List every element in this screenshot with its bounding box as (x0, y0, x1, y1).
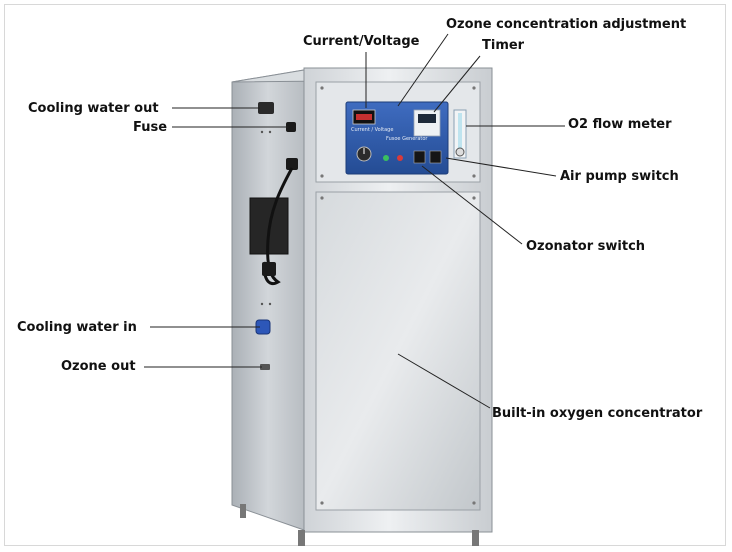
image-frame (4, 4, 726, 546)
air-pump-toggle (413, 150, 426, 164)
indicator-light-red (397, 155, 403, 161)
screw (320, 501, 324, 505)
screw (472, 501, 476, 505)
screw (320, 86, 324, 90)
foot (298, 530, 305, 546)
side-dot (260, 302, 264, 306)
concentrator-door (315, 191, 481, 511)
label-built-in-oxygen-concentrator: Built-in oxygen concentrator (492, 406, 703, 421)
leader-built-in-concentrator (397, 353, 491, 409)
label-timer: Timer (482, 38, 525, 53)
ozone-out-fitting (260, 364, 270, 370)
screw (472, 174, 476, 178)
label-cooling-water-in: Cooling water in (17, 320, 137, 335)
panel-meter-caption: Current / Voltage (351, 127, 394, 133)
label-ozonator-switch: Ozonator switch (526, 239, 646, 254)
label-fuse: Fuse (133, 120, 168, 135)
label-current-voltage: Current/Voltage (303, 34, 420, 49)
side-dot (268, 130, 272, 134)
foot (240, 504, 246, 518)
cooling-water-out-fitting (258, 102, 274, 114)
indicator-light-green (383, 155, 389, 161)
timer-screen (418, 114, 436, 123)
flow-meter-knob (455, 147, 465, 157)
leader-air-pump-switch (445, 157, 557, 177)
label-o2-flow-meter: O2 flow meter (568, 117, 672, 132)
label-air-pump-switch: Air pump switch (560, 169, 679, 184)
leader-ozone-concentration (397, 33, 449, 107)
cabinet-side-panel (231, 69, 305, 531)
label-cooling-water-out: Cooling water out (28, 101, 159, 116)
screw (472, 86, 476, 90)
foot (472, 530, 479, 546)
label-ozone-concentration-adjustment: Ozone concentration adjustment (446, 17, 687, 32)
fuse-holder (286, 122, 296, 132)
leader-ozonator-switch (421, 165, 523, 245)
panel-brand: Fusoe Generator (386, 136, 428, 142)
leader-timer (433, 55, 481, 113)
ozonator-toggle (429, 150, 442, 164)
flow-meter-tube (458, 113, 462, 153)
screw (472, 196, 476, 200)
power-plug (262, 262, 276, 276)
screw (320, 196, 324, 200)
side-dot (260, 130, 264, 134)
leader-lines (144, 33, 565, 409)
label-ozone-out: Ozone out (61, 359, 136, 374)
power-socket (286, 158, 298, 170)
display-digits (356, 114, 372, 120)
screw (320, 174, 324, 178)
side-dot (268, 302, 272, 306)
